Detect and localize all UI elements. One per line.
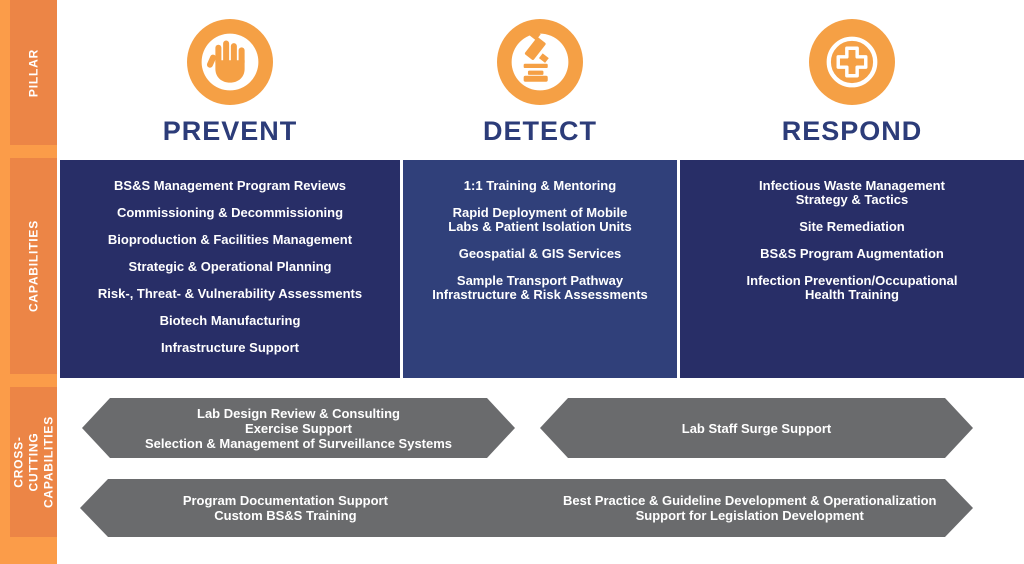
capability-item: BS&S Management Program Reviews <box>114 178 346 193</box>
capabilities-box-detect: 1:1 Training & Mentoring Rapid Deploymen… <box>403 160 677 378</box>
pillar-column-prevent: PREVENT BS&S Management Program Reviews … <box>60 0 400 378</box>
cross-cutting-banner-lab-design: Lab Design Review & Consulting Exercise … <box>82 398 515 458</box>
capability-item: Infection Prevention/Occupational Health… <box>746 273 958 302</box>
capability-item: Rapid Deployment of Mobile Labs & Patien… <box>448 205 632 234</box>
capability-item: Risk-, Threat- & Vulnerability Assessmen… <box>97 286 363 301</box>
capabilities-box-respond: Infectious Waste Management Strategy & T… <box>680 160 1024 378</box>
sidebar-label-capabilities: CAPABILITIES <box>26 219 40 313</box>
sidebar-row-pillar: PILLAR <box>10 0 57 145</box>
cross-cutting-banner-lab-staff-surge: Lab Staff Surge Support <box>540 398 973 458</box>
pillar-header-respond: RESPOND <box>680 0 1024 160</box>
capability-item: Sample Transport Pathway Infrastructure … <box>432 273 648 302</box>
pillar-title-respond: RESPOND <box>781 116 923 146</box>
banner-text: Lab Design Review & Consulting Exercise … <box>144 405 453 451</box>
capability-item: Biotech Manufacturing <box>159 313 301 328</box>
capability-item: Commissioning & Decommissioning <box>116 205 344 220</box>
sidebar-row-cross-cutting: CROSS-CUTTING CAPABILITIES <box>10 387 57 537</box>
medical-cross-icon <box>809 19 895 105</box>
sidebar-row-capabilities: CAPABILITIES <box>10 158 57 374</box>
banner-text: Best Practice & Guideline Development & … <box>563 493 937 523</box>
stop-hand-icon <box>187 19 273 105</box>
capability-item: Bioproduction & Facilities Management <box>107 232 353 247</box>
banner-text: Lab Staff Surge Support <box>681 420 832 436</box>
sidebar-label-cross-cutting: CROSS-CUTTING CAPABILITIES <box>11 415 55 509</box>
capability-item: Strategic & Operational Planning <box>128 259 332 274</box>
capability-item: Infrastructure Support <box>161 340 299 355</box>
pillar-header-prevent: PREVENT <box>60 0 400 160</box>
capability-item: 1:1 Training & Mentoring <box>463 178 617 193</box>
banner-text-right-group: Best Practice & Guideline Development & … <box>527 479 974 537</box>
pillar-title-detect: DETECT <box>483 116 597 146</box>
capability-item: Geospatial & GIS Services <box>458 246 622 261</box>
capabilities-box-prevent: BS&S Management Program Reviews Commissi… <box>60 160 400 378</box>
banner-text-left-group: Program Documentation Support Custom BS&… <box>80 479 491 537</box>
capability-item: BS&S Program Augmentation <box>760 246 944 261</box>
pillar-column-respond: RESPOND Infectious Waste Management Stra… <box>680 0 1024 378</box>
capability-item: Infectious Waste Management Strategy & T… <box>759 178 945 207</box>
capability-item: Site Remediation <box>799 219 905 234</box>
sidebar-label-pillar: PILLAR <box>26 48 40 97</box>
cross-cutting-banner-program-documentation: Program Documentation Support Custom BS&… <box>80 479 973 537</box>
microscope-icon <box>497 19 583 105</box>
pillar-header-detect: DETECT <box>403 0 677 160</box>
banner-text: Program Documentation Support Custom BS&… <box>182 493 388 523</box>
pillar-column-detect: DETECT 1:1 Training & Mentoring Rapid De… <box>403 0 677 378</box>
pillar-title-prevent: PREVENT <box>162 116 298 146</box>
